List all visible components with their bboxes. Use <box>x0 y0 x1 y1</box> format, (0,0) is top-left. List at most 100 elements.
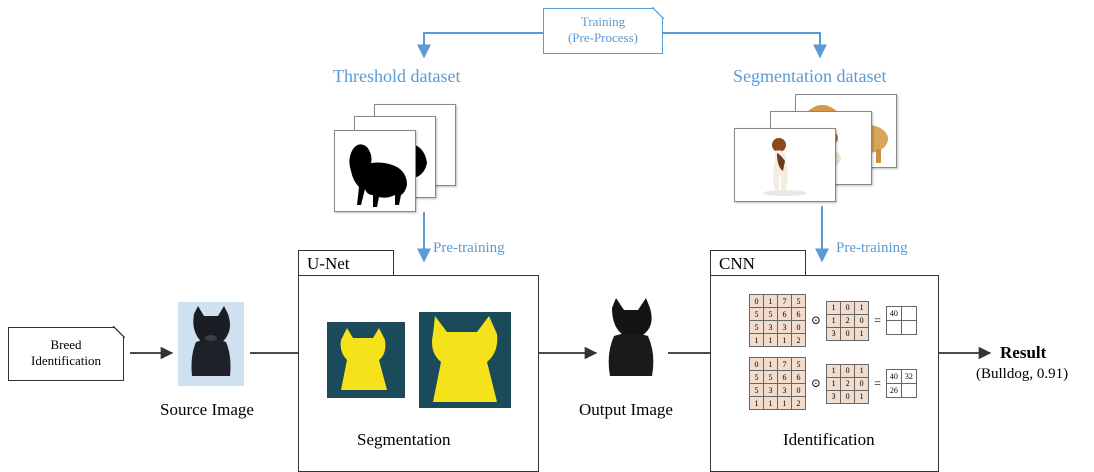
training-note-line1: Training <box>580 14 626 29</box>
equals-sign: = <box>874 313 881 327</box>
threshold-dataset-label: Threshold dataset <box>333 66 461 86</box>
result-matrix-cell: 26 <box>885 383 902 398</box>
input-matrix-cell: 3 <box>763 383 778 397</box>
kernel-matrix-cell: 0 <box>840 363 856 378</box>
dog-silhouette-icon <box>349 144 407 207</box>
input-matrix-cell: 1 <box>777 396 792 410</box>
unet-box: Segmentation <box>298 275 539 472</box>
unet-caption: Segmentation <box>357 430 451 449</box>
input-matrix-cell: 5 <box>791 357 806 371</box>
input-matrix-cell: 2 <box>791 333 806 347</box>
kernel-matrix-cell: 1 <box>826 363 842 378</box>
output-image-label: Output Image <box>579 400 673 419</box>
kernel-matrix-cell: 1 <box>826 300 842 315</box>
dog-beagle-icon <box>763 138 807 196</box>
segmentation-mask-large <box>419 312 511 408</box>
result-matrix-cell: 32 <box>900 369 917 384</box>
kernel-matrix-cell: 1 <box>826 313 842 328</box>
yellow-mask-icon <box>432 316 498 402</box>
breed-identification-note: Breed Identification <box>8 326 125 381</box>
input-matrix-cell: 5 <box>749 320 764 334</box>
hadamard-operator-icon: ⊙ <box>811 313 822 327</box>
kernel-matrix-cell: 2 <box>840 376 856 391</box>
breed-note-line1: Breed <box>50 337 82 352</box>
input-matrix-cell: 5 <box>749 307 764 321</box>
input-matrix-cell: 5 <box>791 294 806 308</box>
result-matrix-cell <box>900 383 917 398</box>
input-matrix-cell: 1 <box>763 294 778 308</box>
training-branch-left <box>417 32 543 59</box>
note-fold-icon <box>652 7 664 19</box>
hadamard-operator-icon: ⊙ <box>811 376 822 390</box>
kernel-matrix-cell: 2 <box>840 313 856 328</box>
output-image <box>598 294 664 384</box>
yellow-mask-icon <box>340 328 387 390</box>
source-image-label: Source Image <box>160 400 254 419</box>
result-matrix-cell <box>900 306 917 321</box>
kernel-matrix-cell: 1 <box>854 363 870 378</box>
input-matrix-cell: 7 <box>777 294 792 308</box>
input-matrix-cell: 1 <box>749 396 764 410</box>
source-image <box>178 302 244 386</box>
input-matrix-cell: 3 <box>763 320 778 334</box>
kernel-matrix-cell: 0 <box>854 313 870 328</box>
result-title: Result <box>1000 343 1047 362</box>
kernel-matrix-cell: 0 <box>840 326 856 341</box>
result-matrix-cell: 40 <box>885 306 902 321</box>
input-matrix-cell: 1 <box>777 333 792 347</box>
input-matrix-cell: 0 <box>749 294 764 308</box>
result-value: (Bulldog, 0.91) <box>976 366 1069 382</box>
result-matrix-cell: 40 <box>885 369 902 384</box>
kernel-matrix-cell: 0 <box>840 389 856 404</box>
training-note: Training (Pre-Process) <box>543 7 664 54</box>
kernel-matrix-cell: 1 <box>826 376 842 391</box>
input-matrix-cell: 0 <box>791 383 806 397</box>
input-matrix-cell: 1 <box>763 357 778 371</box>
kernel-matrix-cell: 0 <box>840 300 856 315</box>
bulldog-photo-icon <box>191 306 231 376</box>
kernel-matrix-cell: 0 <box>854 376 870 391</box>
segmentation-dataset-label: Segmentation dataset <box>733 66 887 86</box>
cnn-tab: CNN <box>710 250 806 276</box>
pretraining-right-label: Pre-training <box>836 240 908 256</box>
cnn-caption: Identification <box>783 430 875 449</box>
bulldog-segmented-icon <box>608 298 654 376</box>
input-matrix-cell: 3 <box>777 383 792 397</box>
input-matrix-cell: 2 <box>791 396 806 410</box>
input-matrix-cell: 0 <box>749 357 764 371</box>
training-note-line2: (Pre-Process) <box>567 30 639 45</box>
input-matrix-cell: 6 <box>777 307 792 321</box>
input-matrix-cell: 1 <box>763 396 778 410</box>
result-matrix: 40 <box>885 306 917 335</box>
result-matrix-cell <box>885 320 902 335</box>
input-matrix-cell: 6 <box>791 307 806 321</box>
kernel-matrix-cell: 1 <box>854 300 870 315</box>
training-branch-right <box>663 32 827 59</box>
input-matrix-cell: 0 <box>791 320 806 334</box>
input-matrix-cell: 5 <box>749 370 764 384</box>
input-matrix-cell: 1 <box>763 333 778 347</box>
input-matrix-cell: 1 <box>749 333 764 347</box>
breed-note-line2: Identification <box>30 353 102 368</box>
kernel-matrix-cell: 3 <box>826 326 842 341</box>
equals-sign: = <box>874 376 881 390</box>
input-matrix-cell: 5 <box>763 370 778 384</box>
kernel-matrix-cell: 1 <box>854 326 870 341</box>
input-matrix-cell: 6 <box>777 370 792 384</box>
unet-tab: U-Net <box>298 250 394 276</box>
input-matrix-cell: 6 <box>791 370 806 384</box>
pretraining-left-label: Pre-training <box>433 240 505 256</box>
note-fold-icon <box>113 326 125 338</box>
kernel-matrix-cell: 1 <box>854 389 870 404</box>
input-matrix-cell: 3 <box>777 320 792 334</box>
